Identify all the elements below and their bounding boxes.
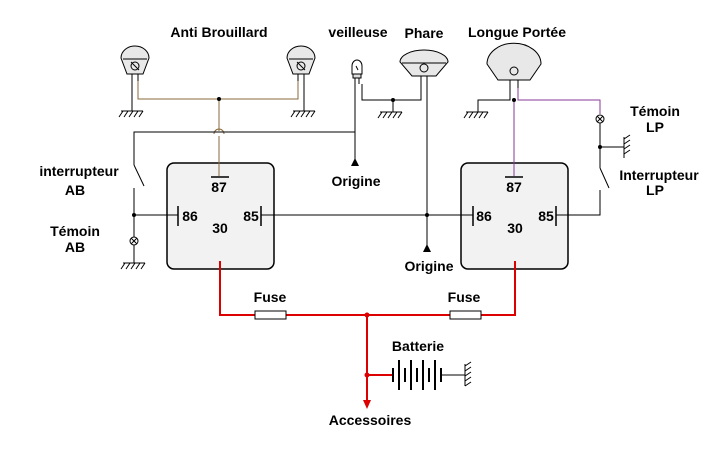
relay-left: 87 86 85 30 (166, 162, 275, 270)
relay-left-pin-86: 86 (182, 208, 198, 224)
label-batterie: Batterie (392, 338, 444, 354)
ground-lp-switch (623, 134, 631, 158)
label-temoin-lp-2: LP (646, 119, 664, 135)
junction-dots (132, 97, 602, 378)
label-longue-portee: Longue Portée (468, 24, 566, 40)
label-origine-2: Origine (404, 258, 453, 274)
label-interrupteur-lp-1: Interrupteur (619, 167, 699, 183)
ground-lamp-left (118, 81, 144, 118)
fog-lamp-right-icon (286, 45, 316, 81)
relay-right: 87 86 85 30 (460, 162, 569, 270)
ground-battery (464, 361, 472, 387)
power-wiring (219, 261, 516, 400)
high-beam-lamp-icon (486, 42, 542, 88)
origine-arrow-2 (423, 244, 431, 252)
ground-lamp-right (290, 81, 316, 118)
battery-icon (392, 360, 465, 390)
relay-right-pin-30: 30 (507, 220, 523, 236)
label-interrupteur-ab-2: AB (65, 182, 85, 198)
ground-high-beam (463, 88, 511, 119)
fog-lamp-wiring (137, 81, 299, 176)
label-veilleuse: veilleuse (328, 24, 387, 40)
label-fuse-right: Fuse (448, 289, 481, 305)
relay-right-pin-87: 87 (506, 179, 522, 195)
control-wiring (133, 82, 624, 263)
temoin-lp-lamp-icon (595, 114, 605, 124)
ground-temoin-ab (120, 262, 146, 270)
label-accessoires: Accessoires (329, 412, 412, 428)
relay-left-pin-85: 85 (243, 208, 259, 224)
label-temoin-ab-2: AB (65, 239, 85, 255)
label-interrupteur-lp-2: LP (646, 182, 664, 198)
label-fuse-left: Fuse (254, 289, 287, 305)
origine-arrow-1 (351, 158, 359, 166)
label-origine-1: Origine (331, 173, 380, 189)
label-temoin-ab-1: Témoin (50, 223, 100, 239)
accessoires-arrow (363, 400, 371, 409)
label-anti-brouillard: Anti Brouillard (170, 24, 267, 40)
label-interrupteur-ab-1: interrupteur (39, 163, 119, 179)
label-phare: Phare (405, 25, 444, 41)
temoin-ab-lamp-icon (129, 236, 139, 246)
relay-right-pin-85: 85 (538, 208, 554, 224)
relay-left-pin-30: 30 (212, 220, 228, 236)
relay-left-pin-87: 87 (211, 179, 227, 195)
relay-right-pin-86: 86 (476, 208, 492, 224)
fog-lamp-left-icon (120, 45, 150, 81)
sidelight-bulb-icon (351, 59, 363, 84)
fuse-right-icon (449, 310, 482, 320)
label-temoin-lp-1: Témoin (630, 103, 680, 119)
high-beam-wiring (513, 88, 601, 176)
headlamp-icon (399, 49, 449, 82)
fuse-left-icon (254, 310, 287, 320)
